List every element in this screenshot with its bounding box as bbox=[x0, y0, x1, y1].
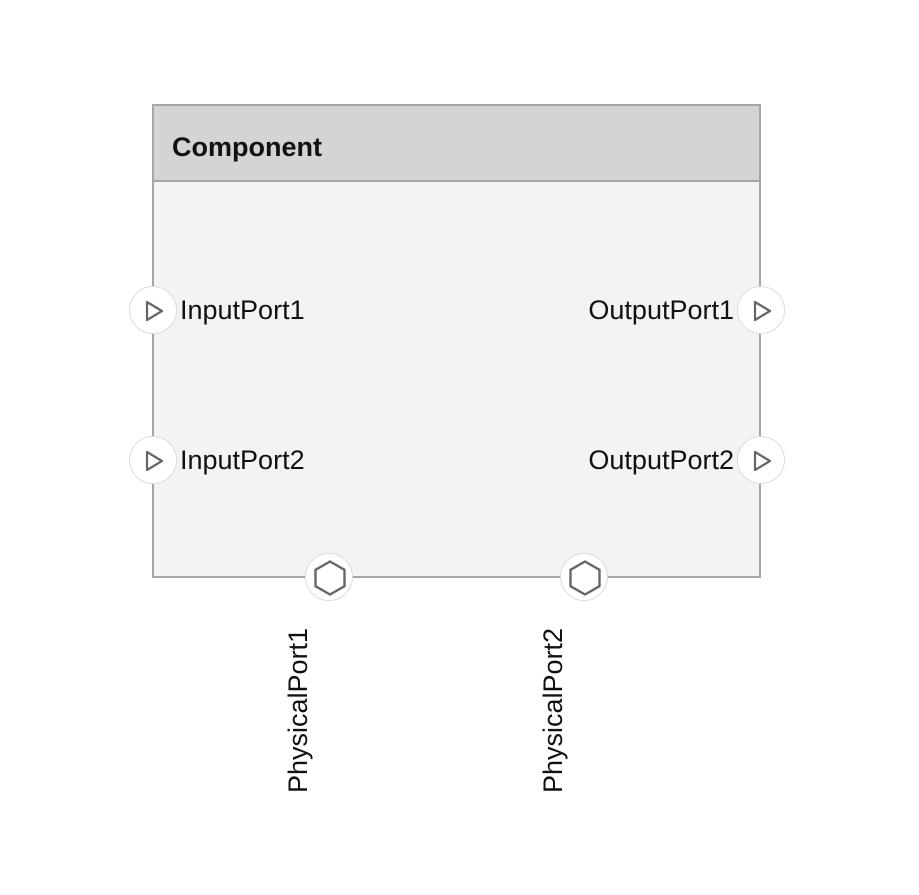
input-port-2-connector[interactable] bbox=[129, 436, 177, 484]
hexagon-icon bbox=[314, 560, 346, 596]
output-port-2-connector[interactable] bbox=[737, 436, 785, 484]
triangle-right-icon bbox=[145, 450, 164, 472]
output-port-1-label: OutputPort1 bbox=[588, 295, 734, 325]
triangle-right-icon bbox=[753, 300, 772, 322]
component-title: Component bbox=[172, 132, 322, 162]
physical-port-2-connector[interactable] bbox=[560, 553, 608, 601]
hexagon-icon bbox=[569, 560, 601, 596]
component-block[interactable]: Component bbox=[152, 104, 761, 578]
output-port-1-connector[interactable] bbox=[737, 286, 785, 334]
physical-port-2-label: PhysicalPort2 bbox=[538, 627, 568, 793]
physical-port-1-label: PhysicalPort1 bbox=[283, 627, 313, 793]
component-header: Component bbox=[154, 106, 759, 182]
triangle-right-icon bbox=[145, 300, 164, 322]
input-port-1-connector[interactable] bbox=[129, 286, 177, 334]
triangle-right-icon bbox=[753, 450, 772, 472]
output-port-2-label: OutputPort2 bbox=[588, 445, 734, 475]
input-port-1-label: InputPort1 bbox=[180, 295, 305, 325]
physical-port-1-connector[interactable] bbox=[305, 553, 353, 601]
input-port-2-label: InputPort2 bbox=[180, 445, 305, 475]
